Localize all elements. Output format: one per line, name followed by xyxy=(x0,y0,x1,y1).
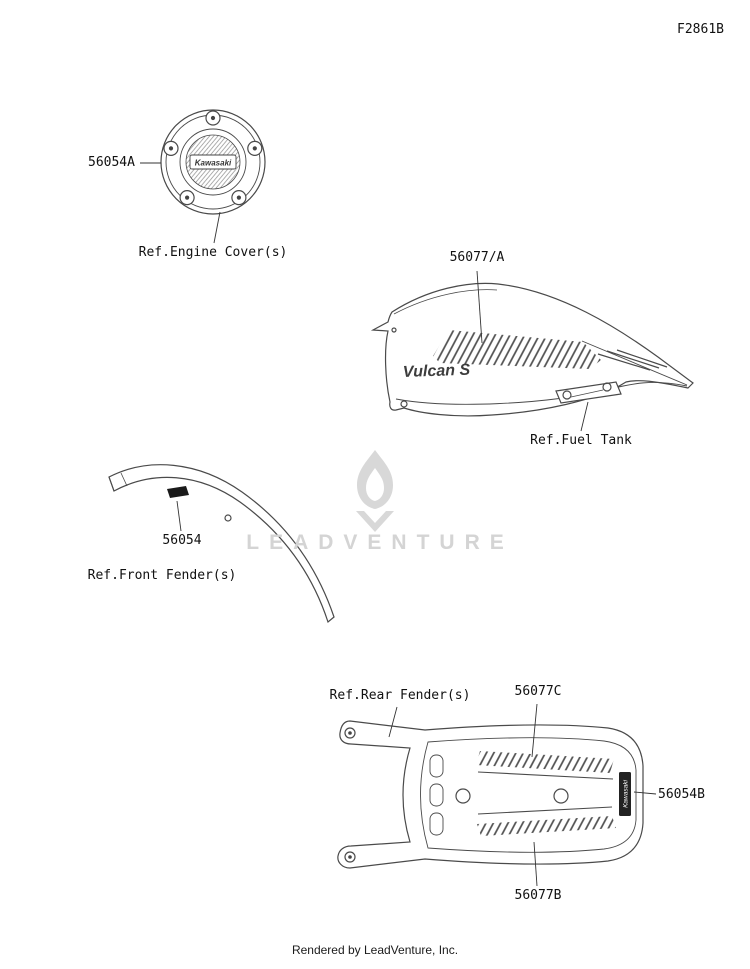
part-label-56054[interactable]: 56054 xyxy=(162,533,202,548)
leader-engine-cover-caption xyxy=(213,211,221,244)
part-label-56077C[interactable]: 56077C xyxy=(514,684,562,699)
leader-tank-caption xyxy=(580,401,589,432)
caption-front-fender: Ref.Front Fender(s) xyxy=(87,568,237,583)
part-label-56077B[interactable]: 56077B xyxy=(514,888,562,903)
leader-rear-fender-caption xyxy=(388,706,398,738)
rear-side-label-text: Kawasaki xyxy=(623,780,630,808)
caption-engine-cover: Ref.Engine Cover(s) xyxy=(138,245,288,260)
caption-fuel-tank: Ref.Fuel Tank xyxy=(530,433,632,448)
part-label-56054A[interactable]: 56054A xyxy=(88,155,135,170)
leader-front-fender-label xyxy=(176,500,182,532)
front-fender-decal xyxy=(167,486,189,498)
front-fender-drawing xyxy=(108,464,335,624)
engine-cover-bolts xyxy=(163,110,263,206)
engine-cover-drawing: Kawasaki xyxy=(160,109,266,215)
part-label-56054B[interactable]: 56054B xyxy=(658,787,705,802)
rear-fender-drawing: Kawasaki xyxy=(337,720,644,869)
engine-cover-emblem-text: Kawasaki xyxy=(195,159,232,168)
leader-rear-top-label xyxy=(531,703,538,758)
part-label-56077A[interactable]: 56077/A xyxy=(449,250,505,265)
rear-side-label: Kawasaki xyxy=(619,772,631,816)
leader-rear-right-label xyxy=(633,791,657,795)
vulcan-s-decal-text: Vulcan S xyxy=(403,362,471,381)
leader-rear-bottom-label xyxy=(533,841,538,887)
fuel-tank-bracket xyxy=(555,381,622,404)
watermark-logo xyxy=(356,450,394,532)
engine-cover-emblem: Kawasaki xyxy=(189,154,237,170)
leader-lines xyxy=(140,162,657,887)
caption-rear-fender: Ref.Rear Fender(s) xyxy=(329,688,471,703)
rear-bottom-stripe-decal xyxy=(477,816,616,836)
tank-stripe-decal xyxy=(433,330,601,369)
drawing-code: F2861B xyxy=(677,22,724,37)
fuel-tank-drawing: Vulcan S xyxy=(370,282,694,417)
footer-credit: Rendered by LeadVenture, Inc. xyxy=(291,943,459,957)
watermark-text: LEADVENTURE xyxy=(246,531,514,554)
leader-tank-label xyxy=(476,270,483,344)
rear-top-stripe-decal xyxy=(476,751,614,773)
